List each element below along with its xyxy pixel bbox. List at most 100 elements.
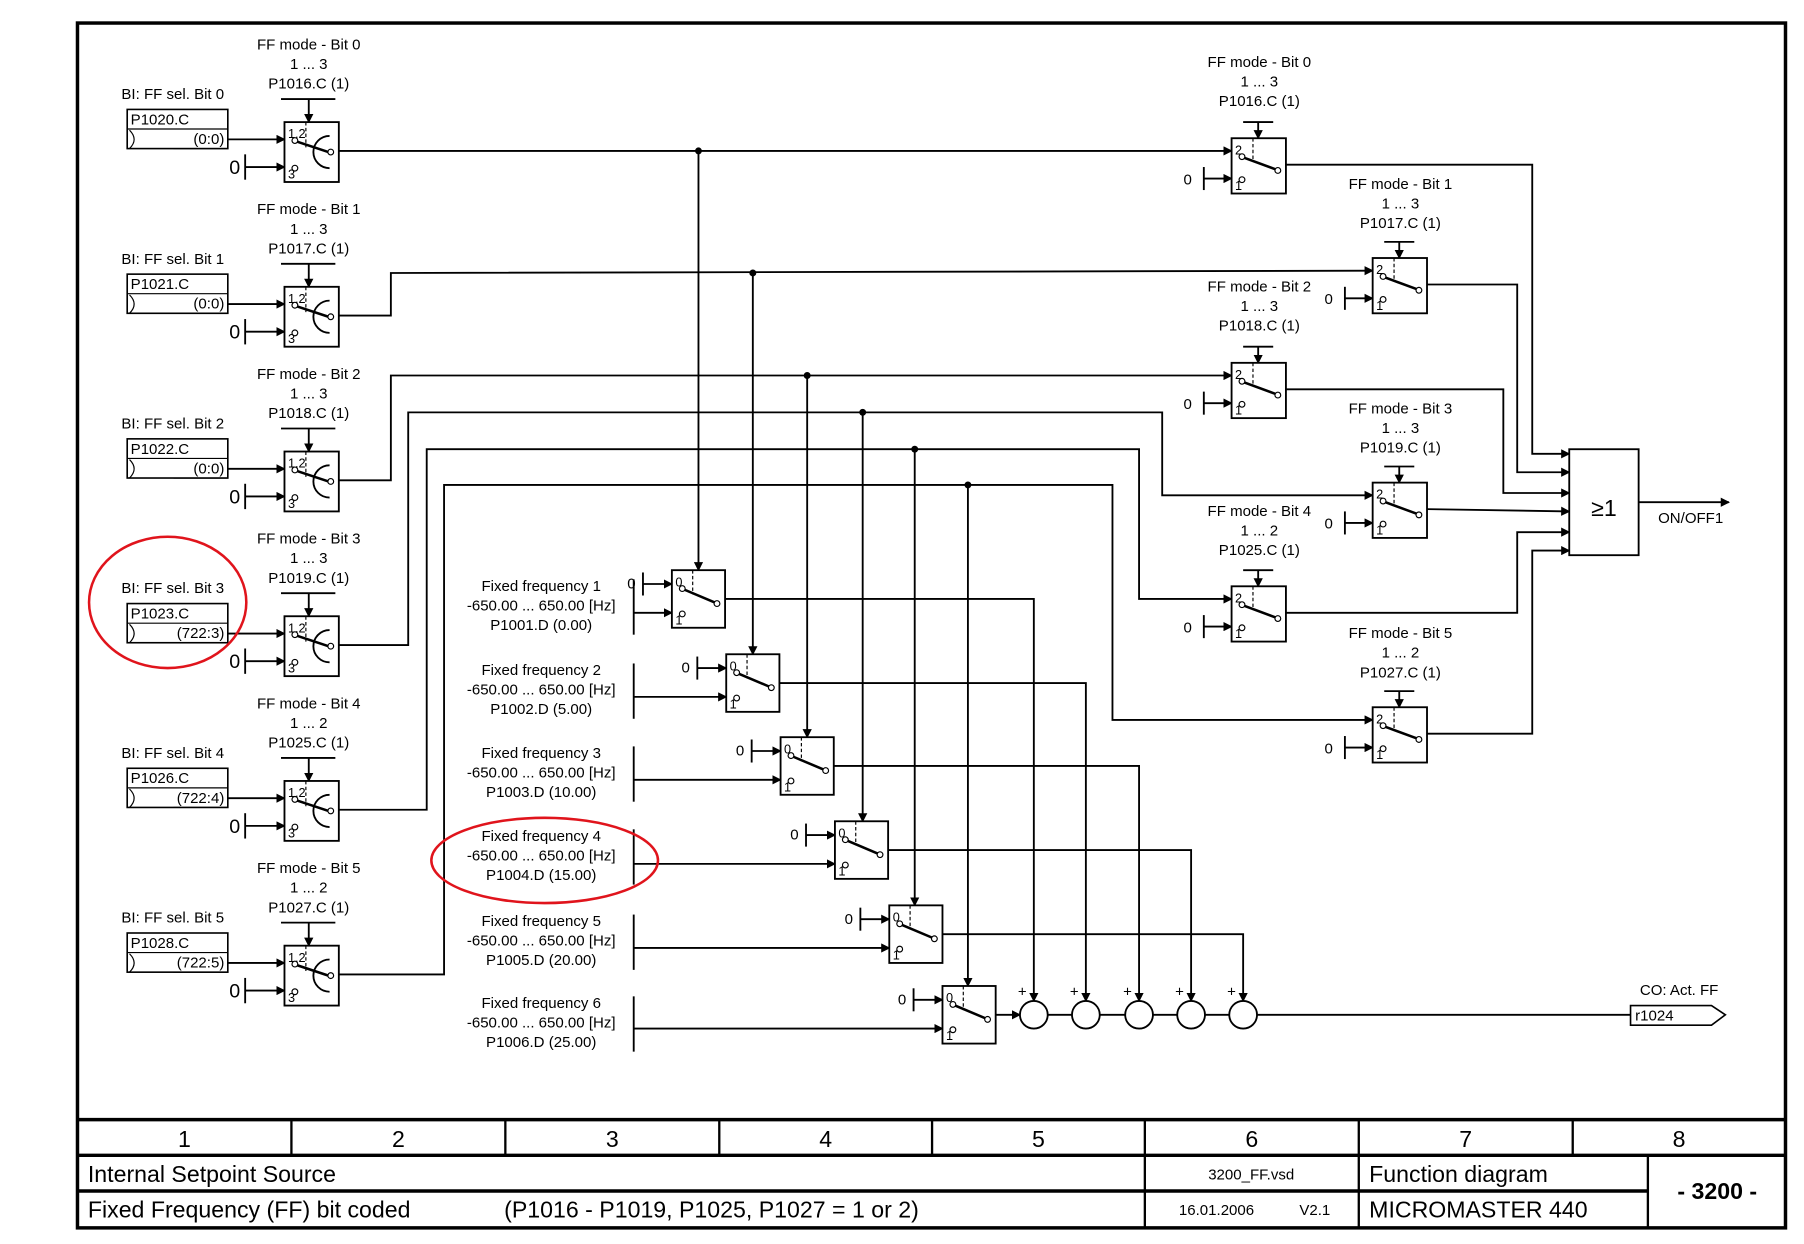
switch-input-label: 1: [1235, 627, 1242, 641]
mode-param: P1025.C (1): [268, 735, 349, 752]
ff-switch: 01: [834, 820, 890, 880]
contact: [767, 684, 775, 692]
switch-input-label: 1: [838, 864, 845, 878]
summer: [1019, 1000, 1049, 1030]
ff-label: Fixed frequency 3: [481, 745, 600, 762]
switch-lever: [1243, 604, 1276, 619]
bi-value: (0:0): [193, 131, 224, 148]
switch-input-label: 0: [730, 659, 737, 673]
mode-param: P1016.C (1): [1219, 93, 1300, 110]
contact: [949, 1000, 957, 1008]
contact: [822, 767, 830, 775]
mode-label: FF mode - Bit 0: [1208, 54, 1312, 71]
zero-constant: 0: [845, 911, 853, 928]
fixed-frequency-1: Fixed frequency 1-650.00 ... 650.00 [Hz]…: [467, 572, 644, 635]
bit-5-signal: [338, 484, 1374, 976]
switch-input-label: 1: [675, 613, 682, 627]
column-number: 4: [819, 1126, 832, 1152]
product-name: MICROMASTER 440: [1369, 1197, 1587, 1223]
contact: [291, 631, 299, 639]
diagram-condition: (P1016 - P1019, P1025, P1027 = 1 or 2): [504, 1197, 919, 1223]
switch-lever: [954, 1004, 986, 1020]
ff-output-5: [942, 933, 1248, 1003]
zero-constant: 0: [1325, 291, 1333, 308]
contact: [1238, 601, 1246, 609]
plus-sign: +: [1018, 983, 1027, 1000]
diagram-subtitle: Fixed Frequency (FF) bit coded: [88, 1197, 411, 1223]
switch-input-label: 1: [784, 780, 791, 794]
diagram-blocks: FF mode - Bit 0 1 ... 3 P1016.C (1) BI: FF …: [87, 37, 1727, 1052]
zero-constant: 0: [898, 991, 906, 1008]
contact: [327, 478, 335, 485]
bi-param: P1020.C: [131, 111, 190, 128]
switch-input-label: 2: [1376, 488, 1383, 502]
connector-icon: [129, 623, 135, 644]
mode-range: 1 ... 2: [290, 715, 328, 732]
ff-range: -650.00 ... 650.00 [Hz]: [467, 933, 616, 950]
mode-label: FF mode - Bit 1: [1349, 176, 1453, 193]
output-connector[interactable]: [1629, 1004, 1727, 1026]
doc-type: Function diagram: [1369, 1161, 1548, 1187]
contact: [291, 823, 299, 831]
mode-label: FF mode - Bit 5: [257, 860, 361, 877]
contact: [896, 920, 904, 928]
ff-param: P1004.D (15.00): [486, 867, 596, 884]
switch-box: [670, 569, 726, 629]
column-number: 1: [178, 1126, 191, 1152]
connector-icon: [129, 788, 135, 808]
contact: [1379, 745, 1387, 753]
zero-constant: 0: [1183, 619, 1191, 636]
bi-value: (722:5): [177, 955, 225, 972]
contact: [1379, 272, 1387, 280]
switch-input-label: 1,2: [288, 951, 306, 965]
mode-range: 1 ... 3: [290, 56, 328, 73]
switch-lever: [1243, 381, 1276, 396]
contact: [678, 610, 686, 618]
switch-arc: [312, 958, 330, 993]
mode-range: 1 ... 3: [1241, 298, 1279, 315]
column-number: 8: [1673, 1126, 1686, 1152]
switch-lever: [296, 799, 329, 813]
switch-box: [888, 904, 944, 964]
plus-sign: +: [1175, 983, 1184, 1000]
contact: [1415, 286, 1423, 294]
switch-input-label: 1: [730, 697, 737, 711]
mode-label: FF mode - Bit 4: [257, 695, 361, 712]
mode-range: 1 ... 3: [290, 386, 328, 403]
contact: [291, 988, 299, 996]
contact: [291, 658, 299, 666]
switch-input-label: 1: [1376, 523, 1383, 537]
contact: [1415, 736, 1423, 743]
contact: [1274, 615, 1282, 622]
zero-constant: 0: [229, 486, 240, 508]
zero-constant: 0: [1325, 740, 1333, 757]
mode-label: FF mode - Bit 3: [1349, 401, 1453, 418]
contact: [1238, 176, 1246, 184]
summer: [1071, 1000, 1101, 1030]
switch-box: [1230, 585, 1287, 643]
contact: [733, 694, 741, 702]
mode-param: P1016.C (1): [268, 76, 349, 93]
contact: [1274, 391, 1282, 399]
switch-input-label: 1: [1235, 179, 1242, 193]
switch-arc: [312, 793, 330, 828]
zero-constant: 0: [682, 660, 690, 677]
plus-sign: +: [1123, 983, 1132, 1000]
ff-switch: 01: [670, 569, 726, 629]
ff-label: Fixed frequency 1: [481, 578, 600, 595]
selector-switch: 1,23: [283, 615, 340, 678]
bit-1-signal: [338, 266, 1374, 317]
mode-label: FF mode - Bit 1: [257, 201, 361, 218]
or-input-3: [1426, 506, 1571, 516]
selector-switch: 1,23: [283, 121, 340, 183]
ff-output-4: [888, 849, 1196, 1003]
plus-sign: +: [1070, 983, 1079, 1000]
ff-output-2: [779, 682, 1091, 1003]
mode-range: 1 ... 3: [1241, 73, 1279, 90]
bi-label: BI: FF sel. Bit 2: [121, 416, 224, 433]
connector-icon: [129, 459, 135, 479]
highlight-bit3: [87, 535, 248, 670]
zero-constant: 0: [790, 827, 798, 844]
